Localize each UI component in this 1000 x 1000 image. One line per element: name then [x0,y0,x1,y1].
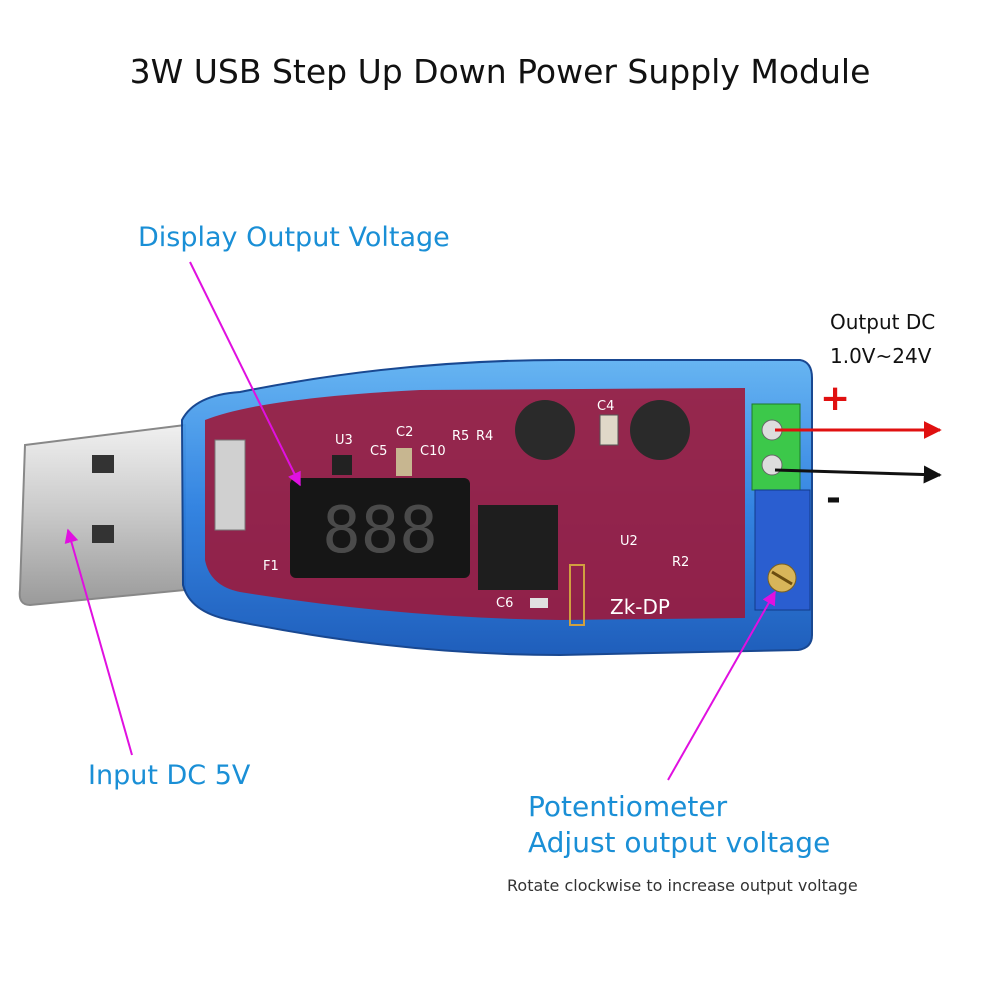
silk-c4: C4 [597,399,614,414]
plus-sign: + [820,378,851,419]
minus-sign: - [826,478,841,519]
display-callout-label: Display Output Voltage [138,222,450,253]
silk-r4: R4 [476,429,493,444]
page-title: 3W USB Step Up Down Power Supply Module [129,52,871,91]
ic-chip [478,505,558,590]
input-callout-label: Input DC 5V [88,760,251,791]
silk-u2: U2 [620,534,638,549]
display-callout-arrow [189,261,301,487]
seven-segment-display: 888 [290,478,470,578]
silk-c6: C6 [496,596,513,611]
silk-c2: C2 [396,425,413,440]
output-range: 1.0V~24V [830,344,932,368]
terminal-block [751,403,801,491]
silk-u3: U3 [335,433,353,448]
silk-r5: R5 [452,429,469,444]
potentiometer-description: Adjust output voltage [528,826,831,859]
potentiometer [754,489,811,611]
silk-c10: C10 [420,444,446,459]
silk-c5: C5 [370,444,387,459]
silk-f1: F1 [263,559,279,574]
inductor-1 [515,400,575,460]
usb-plug [18,423,186,607]
inductor-2 [630,400,690,460]
input-callout-arrow [64,528,133,756]
silk-brand: Zk-DP [610,595,670,619]
silk-r2: R2 [672,555,689,570]
svg-text:888: 888 [322,494,438,568]
potentiometer-title: Potentiometer [528,790,728,823]
minus-output-arrow [774,465,942,484]
rotate-note: Rotate clockwise to increase output volt… [507,876,858,895]
pot-callout-arrow [667,590,776,781]
output-label: Output DC [830,310,936,334]
